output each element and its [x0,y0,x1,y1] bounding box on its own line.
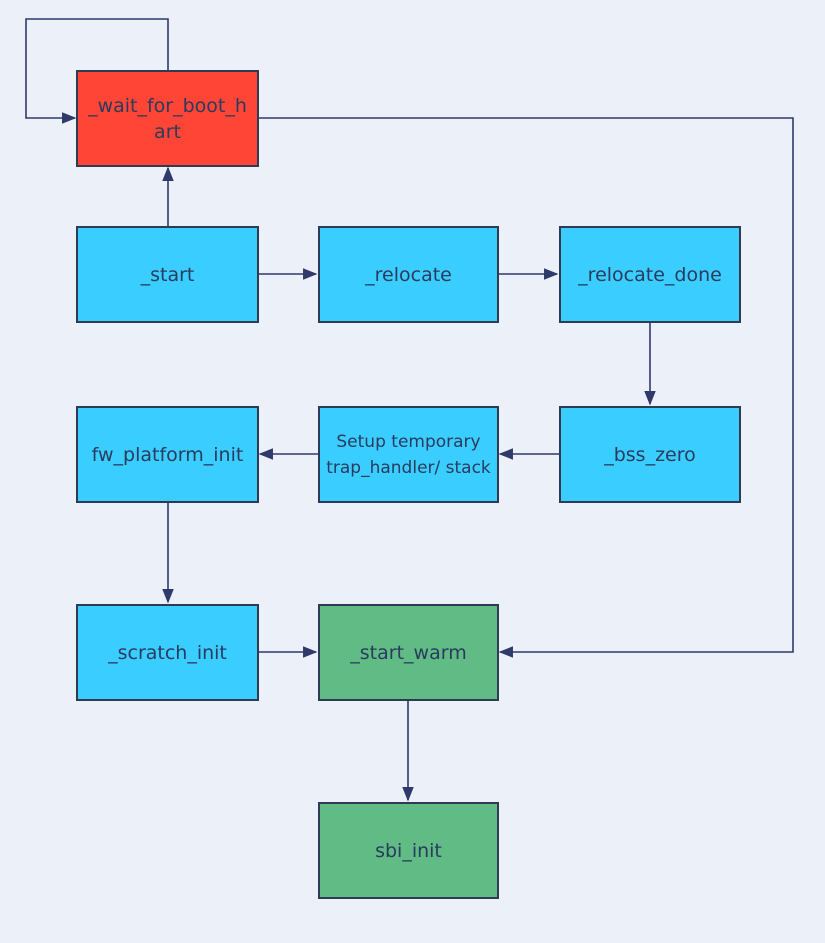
node-wait-for-boot-hart-label: _wait_for_boot_hart [88,94,247,143]
node-bss-zero: _bss_zero [559,406,741,503]
node-bss-zero-label: _bss_zero [604,443,696,466]
node-start-label: _start [140,263,195,286]
node-fw-platform-init: fw_platform_init [76,406,259,503]
node-start-warm-label: _start_warm [350,641,467,664]
node-start: _start [76,226,259,323]
node-scratch-init: _scratch_init [76,604,259,701]
node-start-warm: _start_warm [318,604,499,701]
node-relocate: _relocate [318,226,499,323]
node-setup-trap-handler-stack-label: Setup temporary trap_handler/ stack [326,431,491,478]
node-sbi-init: sbi_init [318,802,499,899]
node-fw-platform-init-label: fw_platform_init [91,443,244,466]
node-scratch-init-label: _scratch_init [108,641,227,664]
edge-wait-self-loop [25,18,169,124]
edge-wait-to-start-warm [259,117,794,658]
node-sbi-init-label: sbi_init [375,839,442,862]
node-relocate-done: _relocate_done [559,226,741,323]
node-setup-trap-handler-stack: Setup temporary trap_handler/ stack [318,406,499,503]
node-wait-for-boot-hart: _wait_for_boot_hart [76,70,259,167]
node-relocate-label: _relocate [365,263,452,286]
node-relocate-done-label: _relocate_done [578,263,722,286]
